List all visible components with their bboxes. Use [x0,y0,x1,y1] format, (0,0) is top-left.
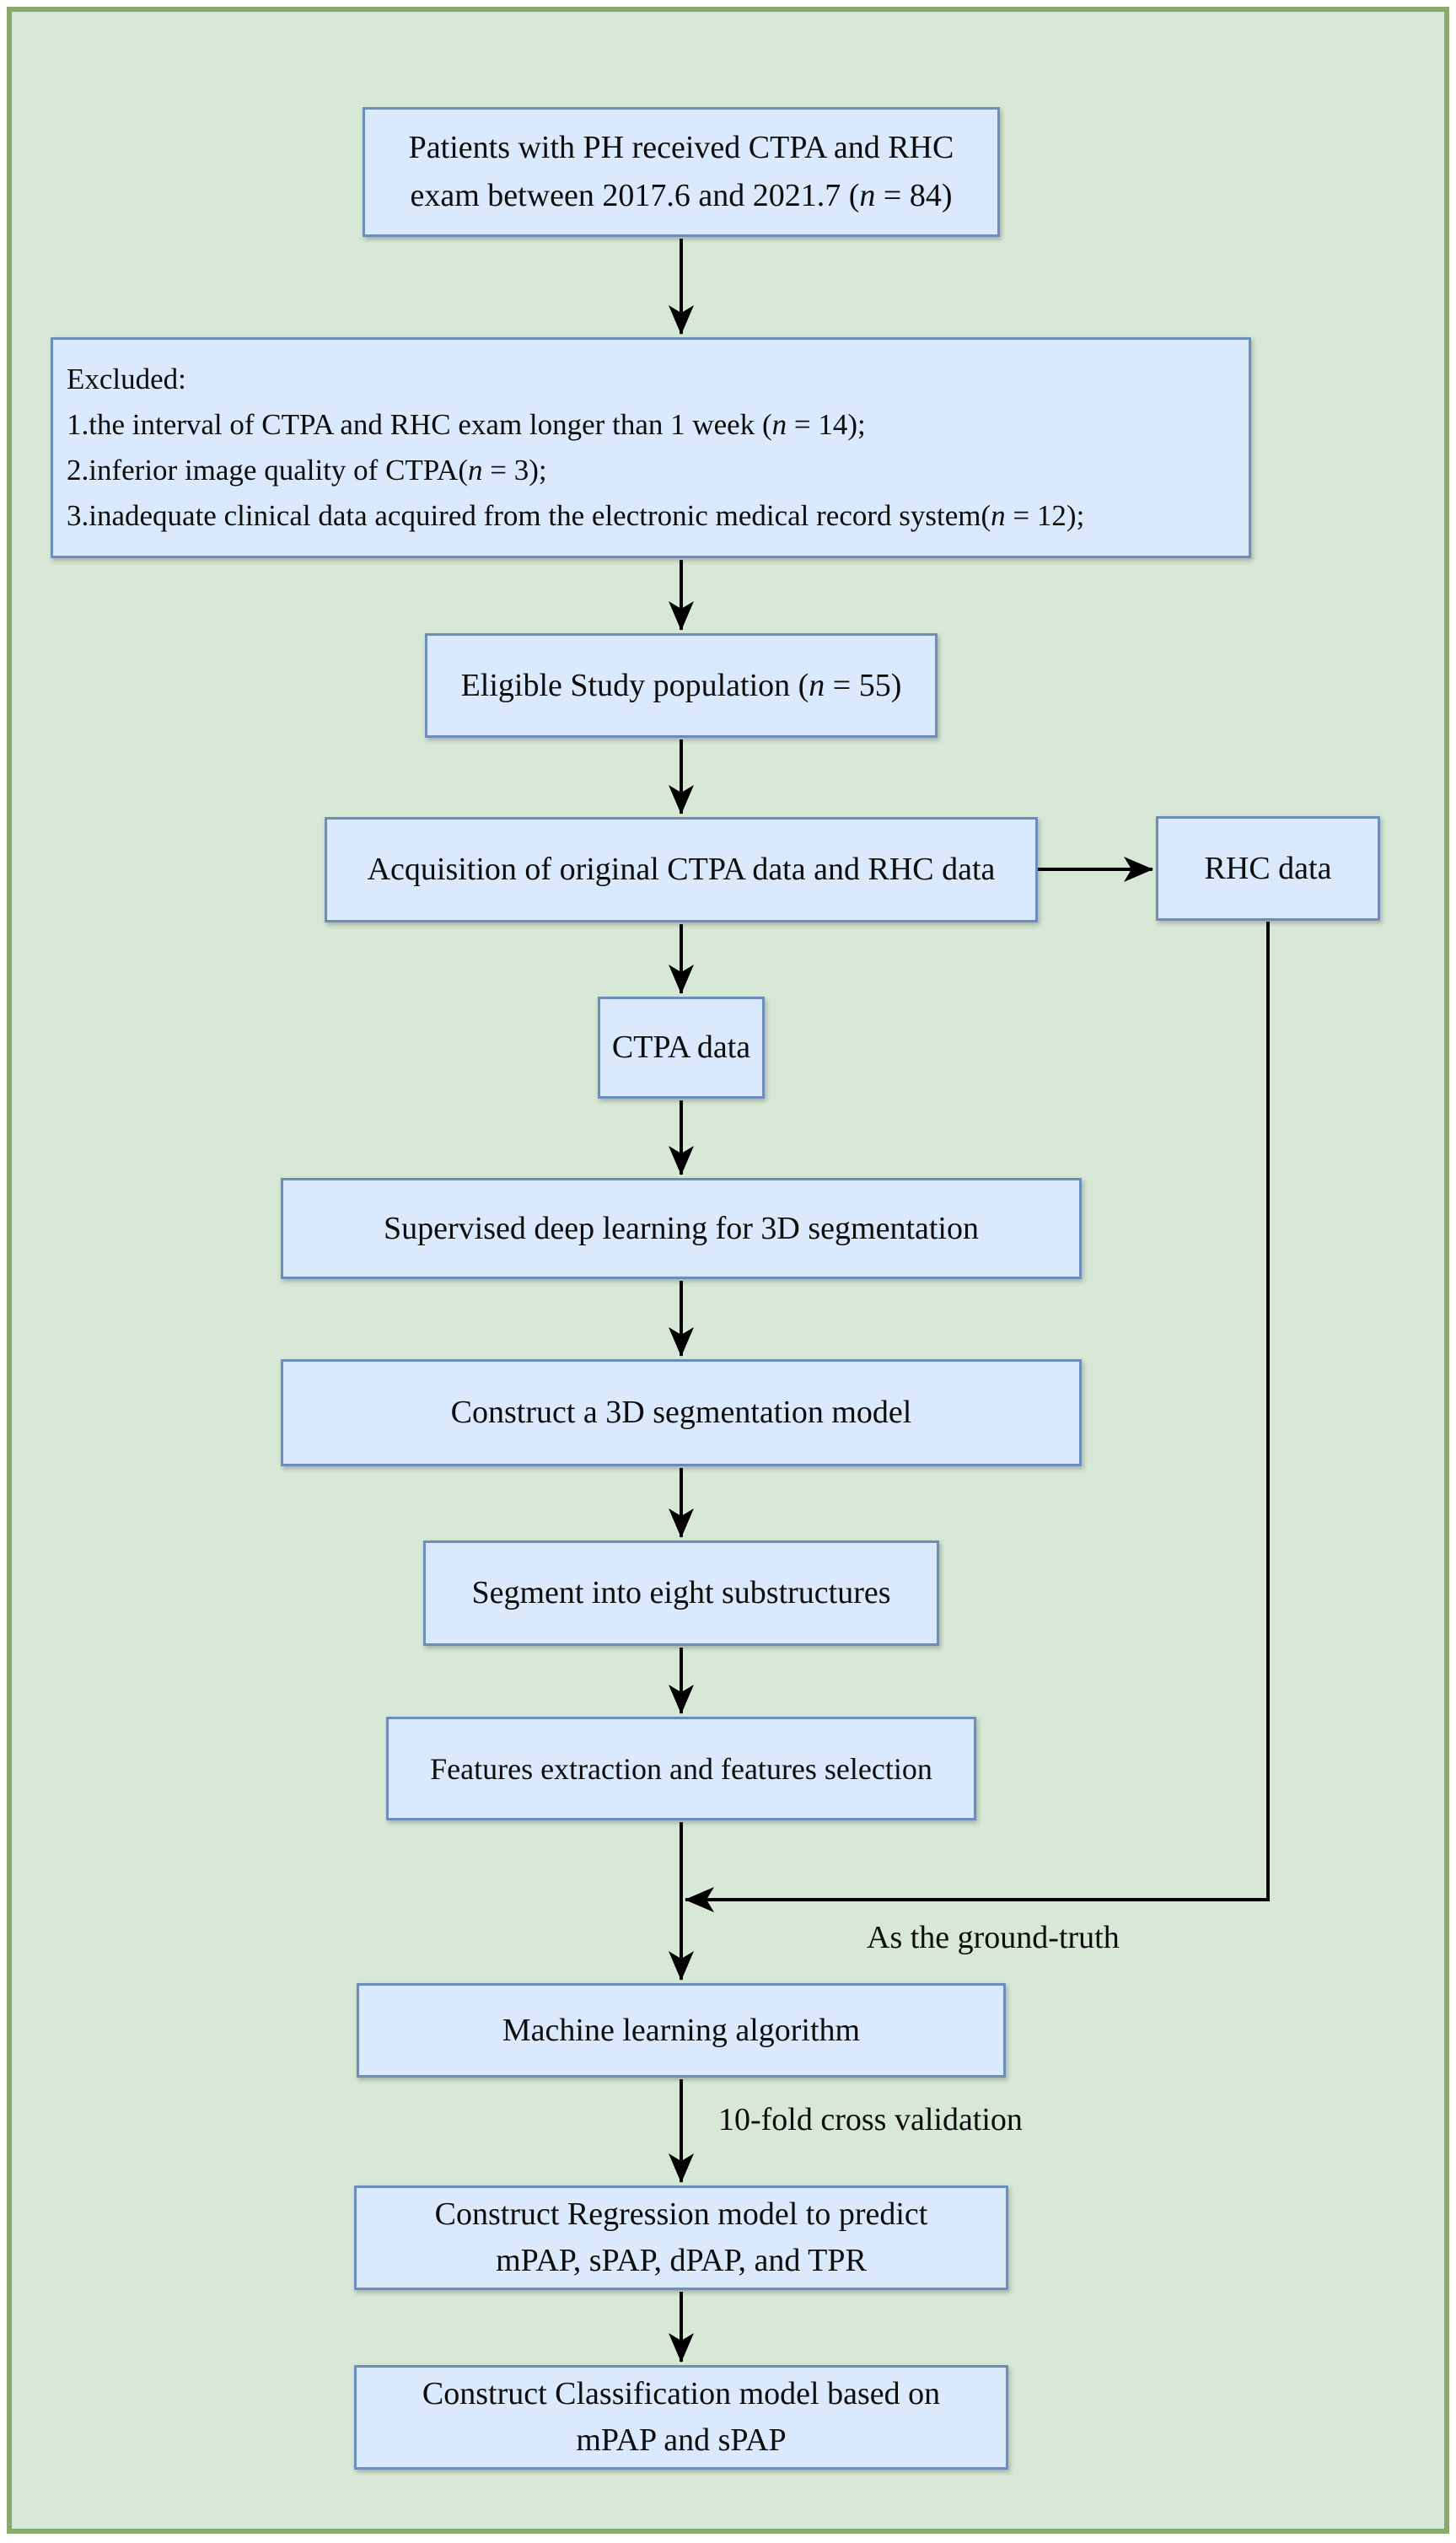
node-text-line: 3.inadequate clinical data acquired from… [67,499,1085,532]
node-text-line: CTPA data [611,1030,751,1065]
node-text-line: Patients with PH received CTPA and RHC [408,130,954,165]
node-text-line: mPAP, sPAP, dPAP, and TPR [496,2243,867,2278]
node-supervised-deep-learning: Supervised deep learning for 3D segmenta… [281,1178,1082,1279]
node-text-line: 2.inferior image quality of CTPA(n = 3); [67,454,547,487]
node-eligible-population: Eligible Study population (n = 55) [425,633,938,738]
node-text-line: Machine learning algorithm [502,2012,861,2048]
node-regression-model: Construct Regression model to predict mP… [354,2185,1008,2290]
node-text-line: Construct Regression model to predict [434,2196,928,2232]
node-segment-substructures: Segment into eight substructures [423,1540,939,1646]
node-text-line: Segment into eight substructures [471,1575,891,1610]
node-patients: Patients with PH received CTPA and RHC e… [363,107,1000,237]
node-text-line: Supervised deep learning for 3D segmenta… [384,1210,979,1246]
node-acquisition: Acquisition of original CTPA data and RH… [325,817,1038,922]
node-text-line: RHC data [1204,850,1332,886]
node-text-line: 1.the interval of CTPA and RHC exam long… [67,408,866,441]
node-rhc-data: RHC data [1156,816,1380,921]
edge-label-ground-truth: As the ground-truth [867,1920,1120,1955]
node-text-line: mPAP and sPAP [576,2422,787,2458]
node-construct-3d-model: Construct a 3D segmentation model [281,1359,1082,1466]
node-features-extraction: Features extraction and features selecti… [386,1717,976,1820]
node-classification-model: Construct Classification model based on … [354,2365,1008,2470]
node-text-line: Construct a 3D segmentation model [450,1395,912,1430]
node-text-line: Construct Classification model based on [422,2375,941,2411]
node-text-line: Acquisition of original CTPA data and RH… [367,852,996,887]
node-text-line: Features extraction and features selecti… [430,1751,932,1786]
node-ctpa-data: CTPA data [598,997,765,1099]
edge-label-cross-validation: 10-fold cross validation [718,2102,1023,2137]
node-excluded: Excluded: 1.the interval of CTPA and RHC… [51,337,1251,558]
node-text-line: Excluded: [67,363,186,395]
node-text-line: exam between 2017.6 and 2021.7 (n = 84) [410,178,953,213]
node-machine-learning: Machine learning algorithm [357,1983,1006,2078]
node-text-line: Eligible Study population (n = 55) [460,667,902,703]
